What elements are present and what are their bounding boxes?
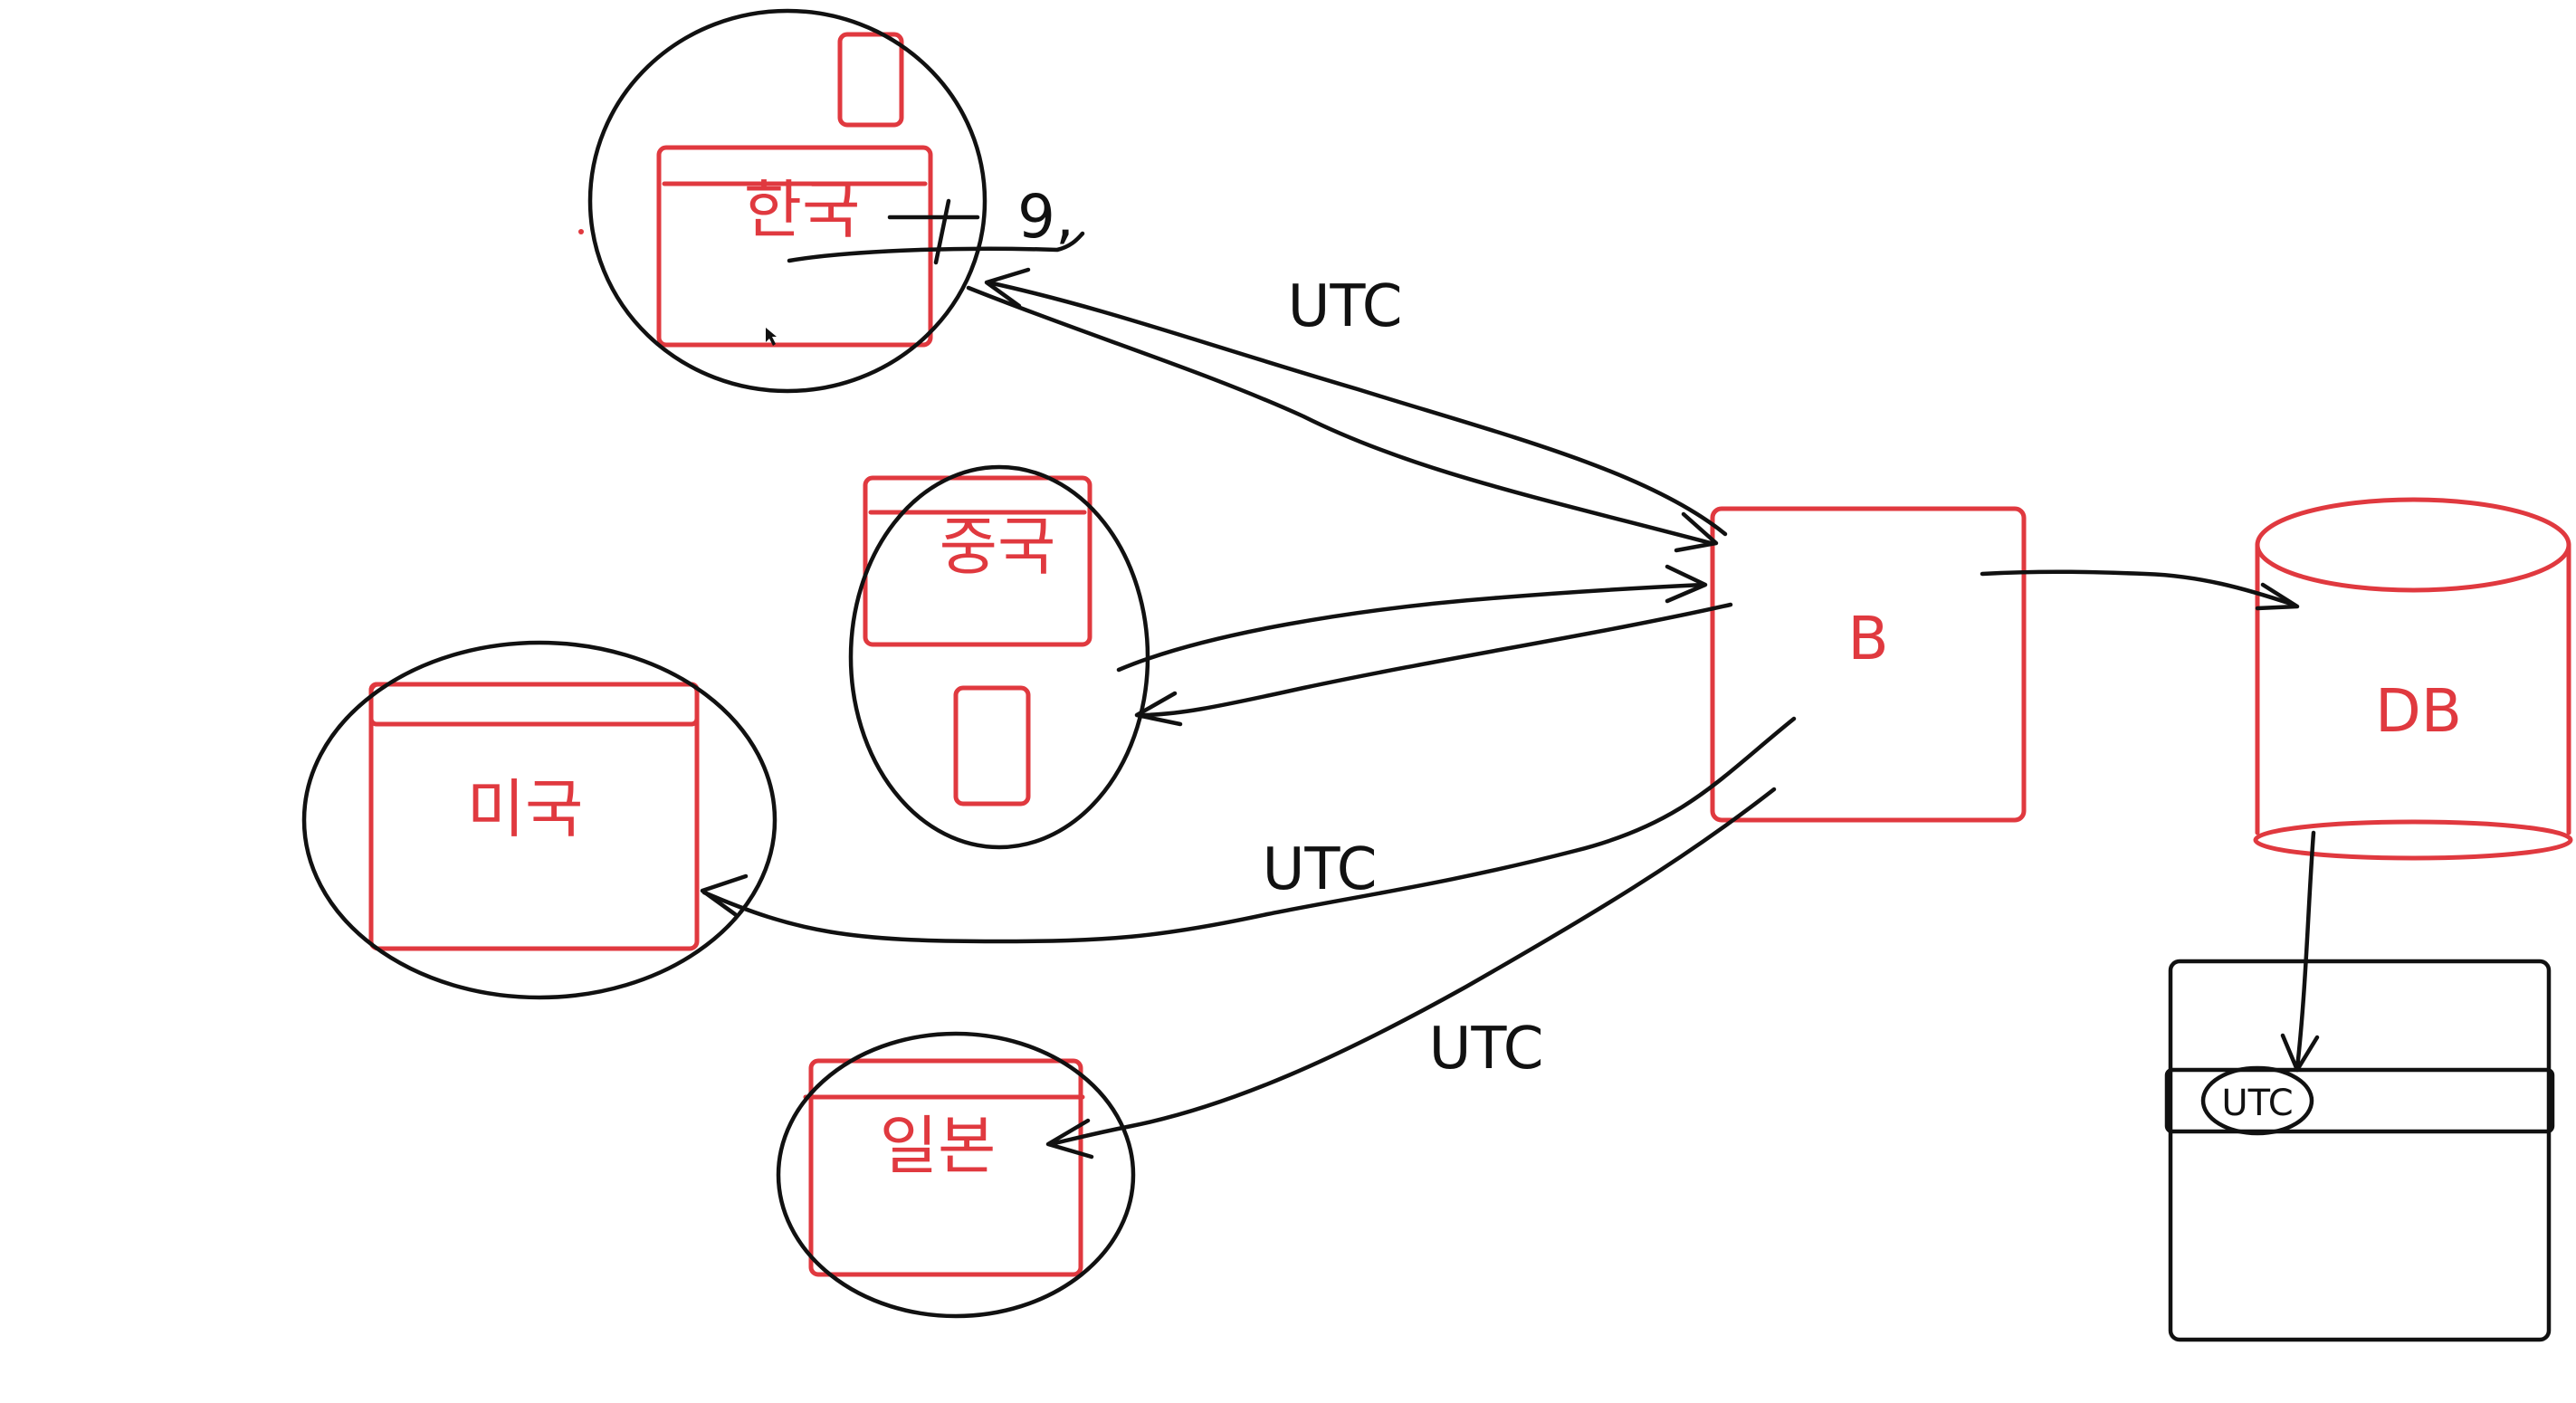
arrow-server-to-china — [1134, 602, 1733, 727]
offset-scribble-line — [787, 231, 1085, 263]
china-client: 중국 — [848, 464, 1150, 850]
table-row-highlight — [2164, 1067, 2555, 1134]
japan-client: 일본 — [776, 1031, 1136, 1319]
db-table: UTC — [2164, 959, 2555, 1342]
arrow-korea-to-server-line — [966, 285, 1713, 546]
utc-bottom-label: UTC — [1429, 1016, 1544, 1083]
arrow-korea-to-server — [966, 285, 1719, 553]
arrow-korea-to-server-head — [1674, 511, 1719, 553]
offset-note: 9, — [1017, 182, 1074, 252]
arrow-china-to-server-line — [1116, 582, 1706, 673]
japan-circle — [776, 1031, 1136, 1319]
arrow-db-to-table — [2280, 830, 2320, 1073]
korea-browser-window — [656, 145, 933, 348]
arrow-server-to-db-line — [1980, 569, 2296, 607]
usa-label: 미국 — [467, 772, 584, 846]
japan-label: 일본 — [880, 1109, 997, 1183]
arrow-server-to-usa-head — [700, 873, 749, 917]
arrow-server-to-usa-line — [701, 716, 1797, 944]
arrow-server-to-china-head — [1134, 691, 1183, 727]
usa-circle — [301, 640, 778, 1000]
arrow-server-to-korea-head — [984, 267, 1031, 309]
japan-browser-window — [808, 1058, 1083, 1277]
db-top-ellipse — [2255, 497, 2571, 593]
arrow-server-to-db-head — [2255, 582, 2300, 611]
table-utc-label: UTC — [2221, 1083, 2293, 1124]
arrow-db-to-table-head — [2280, 1033, 2320, 1073]
table-box — [2168, 959, 2552, 1342]
offset-annotation: 9, — [787, 182, 1085, 265]
db-bottom-ellipse — [2253, 819, 2573, 861]
arrow-server-to-korea — [984, 267, 1728, 537]
arrow-server-to-korea-line — [986, 280, 1728, 537]
server-b: B — [1710, 506, 2027, 823]
korea-phone-device — [837, 32, 904, 128]
korea-circle — [587, 8, 987, 394]
database-label: DB — [2375, 676, 2462, 746]
utc-middle-label: UTC — [1263, 836, 1378, 903]
usa-client: 미국 — [301, 640, 778, 1000]
server-box — [1710, 506, 2027, 823]
arrow-server-to-japan-head — [1045, 1118, 1094, 1160]
arrow-china-to-server-head — [1665, 564, 1708, 604]
utc-column-circle — [2200, 1065, 2314, 1136]
arrow-server-to-japan-line — [1047, 787, 1777, 1147]
arrow-server-to-db — [1980, 569, 2300, 611]
arrow-server-to-japan — [1045, 787, 1777, 1160]
korea-client: 한국 — [587, 8, 987, 394]
arrow-server-to-usa — [700, 716, 1797, 944]
china-phone-device — [953, 685, 1031, 806]
database: DB — [2253, 497, 2573, 861]
china-label: 중국 — [940, 510, 1056, 584]
stray-dot — [578, 229, 584, 234]
usa-browser-titlebar — [368, 682, 700, 727]
utc-top-label: UTC — [1288, 273, 1403, 340]
arrow-db-to-table-line — [2295, 830, 2316, 1071]
mouse-cursor-icon — [766, 328, 777, 346]
server-label: B — [1847, 604, 1888, 673]
arrow-server-to-china-line — [1136, 602, 1733, 718]
china-browser-window — [863, 475, 1092, 647]
arrow-china-to-server — [1116, 564, 1708, 673]
offset-plus-vertical — [933, 198, 951, 265]
korea-label: 한국 — [744, 173, 861, 247]
